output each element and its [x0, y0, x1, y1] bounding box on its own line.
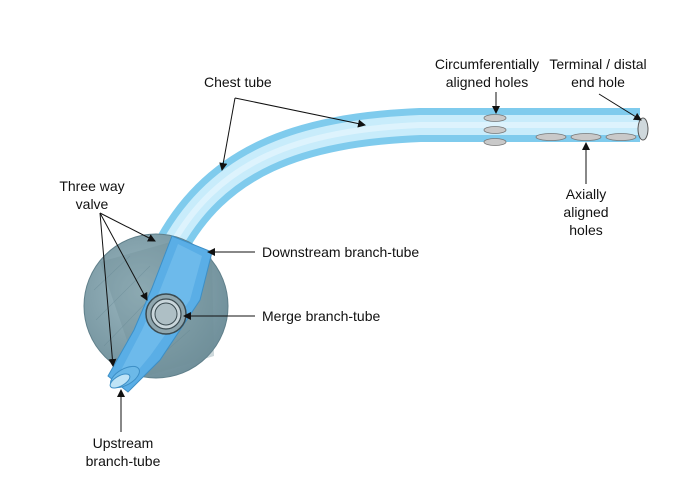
label-axial-line1: Axially: [565, 186, 607, 202]
label-three-way-valve: Three way valve: [54, 177, 130, 213]
label-circumferential-holes: Circumferentially aligned holes: [428, 55, 546, 91]
label-terminal-line2: end hole: [571, 74, 625, 90]
leader-lines: [99, 92, 642, 432]
terminal-end-hole: [637, 117, 649, 141]
label-axial-line2: aligned: [563, 204, 609, 220]
label-axial-line3: holes: [569, 222, 603, 238]
label-three-way-line1: Three way: [59, 178, 125, 194]
label-terminal-end-hole: Terminal / distal end hole: [542, 55, 654, 91]
label-circumferential-line1: Circumferentially: [434, 56, 540, 72]
label-axial-holes: Axially aligned holes: [556, 185, 616, 239]
label-merge-branch-tube: Merge branch-tube: [262, 308, 381, 324]
merge-branch-tube: [145, 293, 187, 335]
label-upstream-line2: branch-tube: [85, 453, 161, 469]
circumferential-holes: [483, 114, 507, 146]
label-terminal-line1: Terminal / distal: [549, 56, 647, 72]
label-upstream-line1: Upstream: [92, 435, 154, 451]
axial-holes: [535, 133, 637, 141]
label-downstream-branch-tube: Downstream branch-tube: [262, 244, 420, 260]
upstream-branch-opening: [109, 365, 140, 389]
label-circumferential-line2: aligned holes: [445, 74, 529, 90]
label-three-way-line2: valve: [75, 196, 109, 212]
label-chest-tube: Chest tube: [204, 74, 272, 90]
label-upstream-branch-tube: Upstream branch-tube: [78, 434, 168, 470]
